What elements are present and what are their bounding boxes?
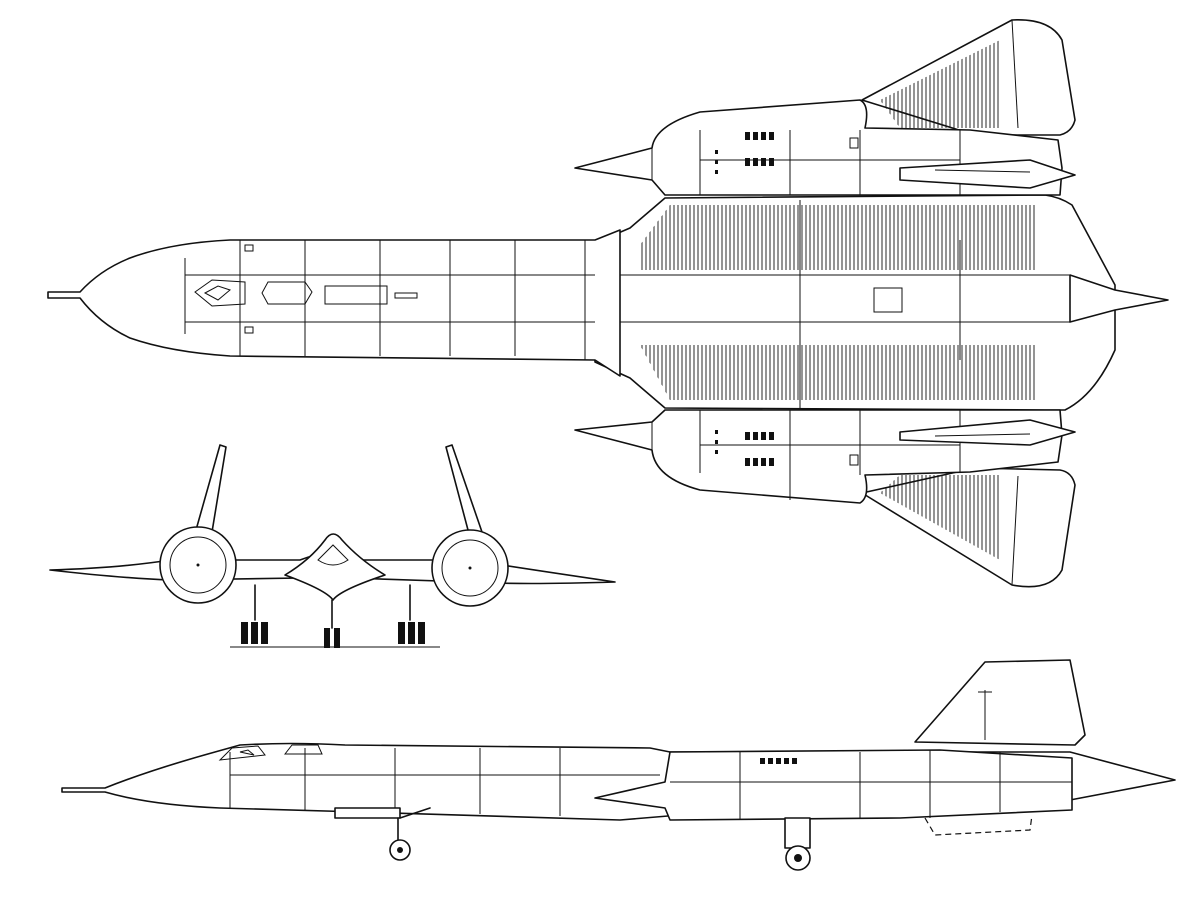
side-vertical-tail <box>914 659 1086 746</box>
side-nose-gear <box>334 807 431 861</box>
front-view <box>49 444 616 648</box>
top-fuselage <box>47 229 621 377</box>
side-nacelle <box>594 749 1073 821</box>
side-view <box>61 659 1176 871</box>
side-main-gear <box>784 817 811 871</box>
front-landing-gear <box>230 584 440 648</box>
top-view <box>47 19 1169 588</box>
